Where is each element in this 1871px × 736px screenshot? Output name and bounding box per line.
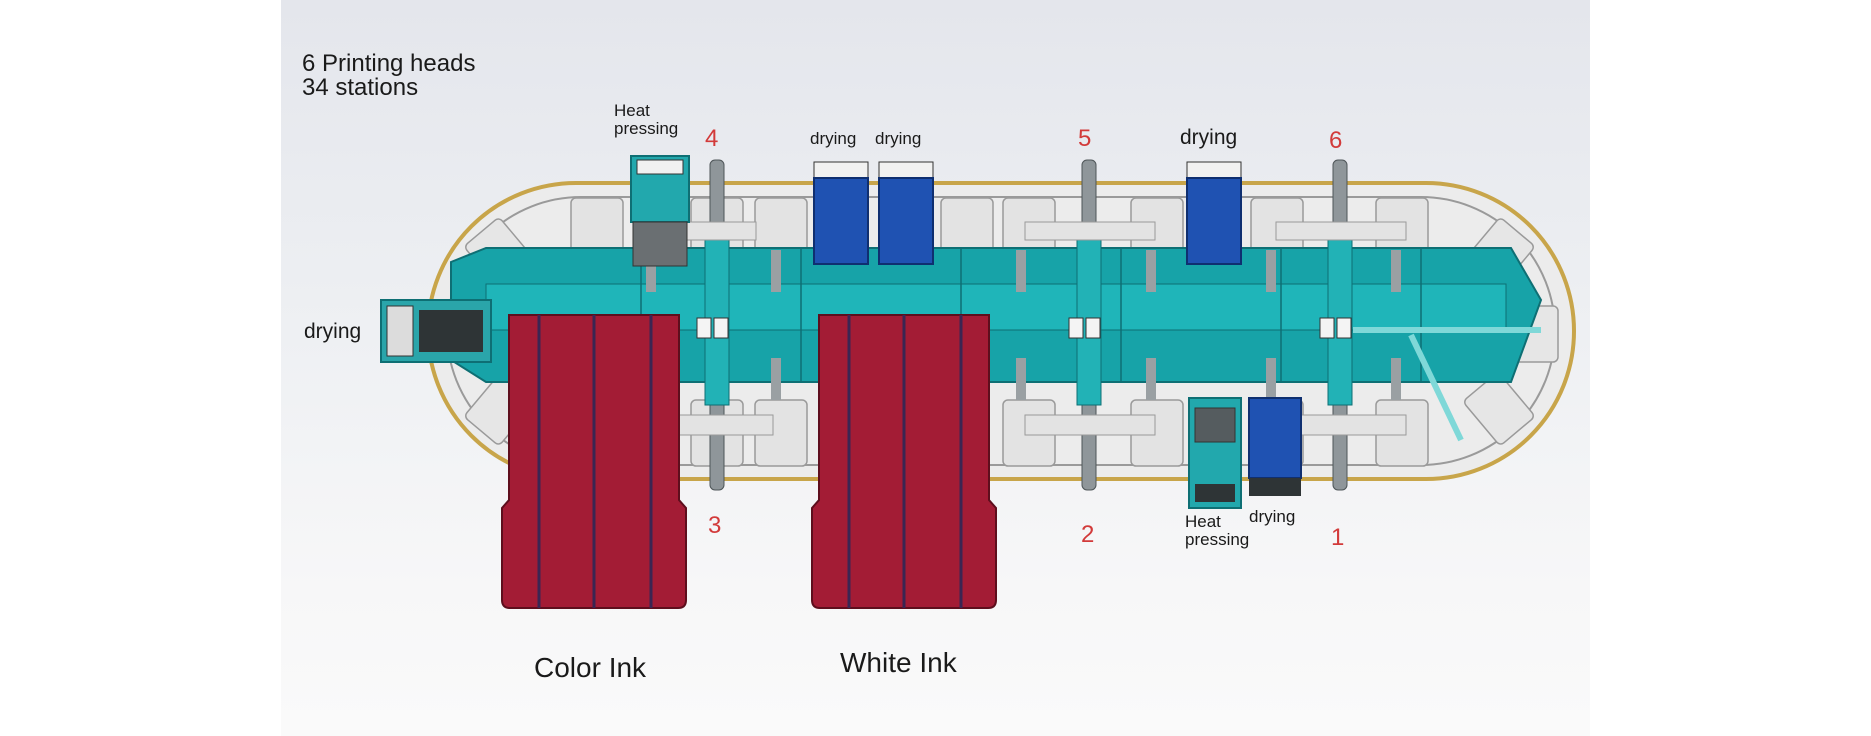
machine-subtitle: 34 stations [302,74,419,101]
print-head-6 [1275,159,1541,491]
head-number-4: 4 [705,125,719,152]
drying-top-b-label: drying [875,129,922,148]
heat-pressing-bottom-label: Heat pressing [1185,513,1249,549]
color-ink-cabinet [501,314,687,609]
white-ink-cabinet [811,314,997,609]
machine-title: 6 Printing heads [302,50,476,77]
heat-pressing-bottom-line2: pressing [1185,530,1250,549]
dryer-left [380,299,492,363]
heat-press-bottom-unit [1188,397,1242,509]
dryer-top-c [1186,161,1242,265]
print-head-5 [1024,159,1156,491]
head-number-3: 3 [708,512,722,539]
dryer-bottom-unit [1248,397,1302,496]
drying-top-a-label: drying [810,129,857,148]
head-number-5: 5 [1078,125,1092,152]
white-ink-label: White Ink [840,647,957,678]
drying-left-label: drying [304,320,362,343]
heat-press-top-unit [630,155,690,267]
drying-top-c-label: drying [1180,126,1238,149]
dryer-top-a [813,161,869,265]
heat-pressing-top-line2: pressing [614,119,679,138]
heat-pressing-bottom-line1: Heat [1185,512,1221,531]
head-number-6: 6 [1329,127,1343,154]
drying-bottom-label: drying [1249,507,1296,526]
printing-machine-diagram [380,155,1576,609]
dryer-top-b [878,161,934,265]
heat-pressing-top-label: Heat pressing [614,102,678,138]
head-number-1: 1 [1331,524,1345,551]
head-number-2: 2 [1081,521,1095,548]
print-head-4 [652,159,774,491]
color-ink-label: Color Ink [534,652,647,683]
heat-pressing-top-line1: Heat [614,101,650,120]
diagram-panel: 6 Printing heads 34 stations Heat pressi… [281,0,1590,736]
